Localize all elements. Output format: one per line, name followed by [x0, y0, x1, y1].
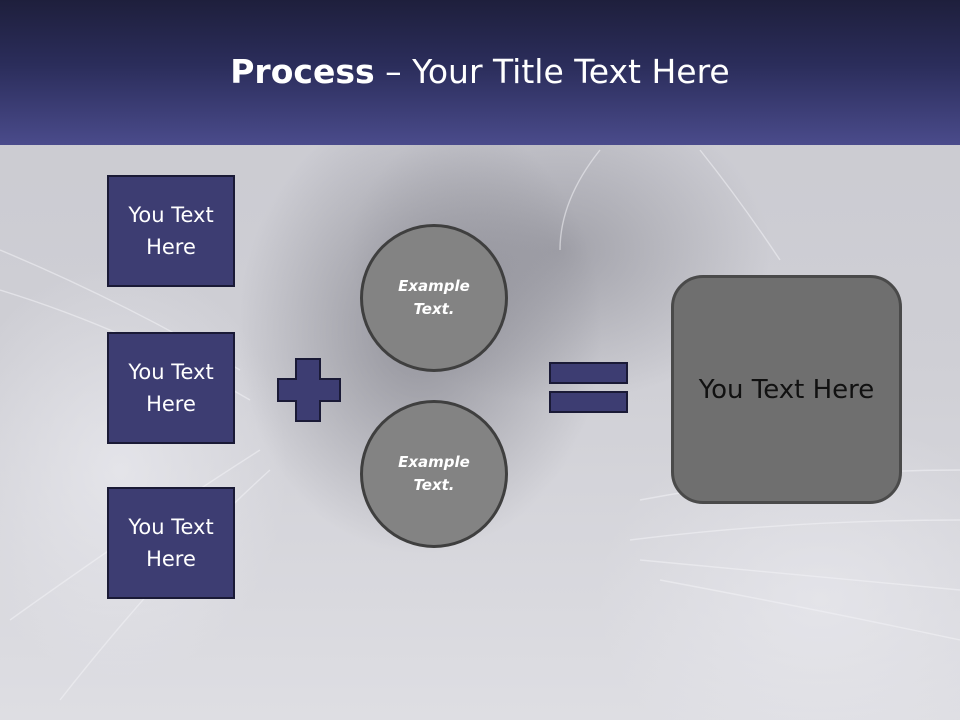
title-bar: Process – Your Title Text Here [0, 0, 960, 145]
input-box-1[interactable]: You Text Here [107, 175, 235, 287]
input-box-3[interactable]: You Text Here [107, 487, 235, 599]
example-circle-2[interactable]: Example Text. [360, 400, 508, 548]
title-rest: – Your Title Text Here [374, 52, 730, 91]
input-box-label: You Text Here [128, 360, 214, 416]
input-box-label: You Text Here [128, 515, 214, 571]
input-box-2[interactable]: You Text Here [107, 332, 235, 444]
result-box[interactable]: You Text Here [671, 275, 902, 504]
plus-icon [277, 358, 341, 422]
input-box-label: You Text Here [128, 203, 214, 259]
example-circle-label: Example Text. [398, 277, 470, 318]
equals-icon [549, 362, 628, 413]
example-circle-label: Example Text. [398, 453, 470, 494]
slide-title: Process – Your Title Text Here [0, 52, 960, 91]
result-label: You Text Here [698, 374, 875, 405]
example-circle-1[interactable]: Example Text. [360, 224, 508, 372]
title-bold: Process [230, 52, 375, 91]
